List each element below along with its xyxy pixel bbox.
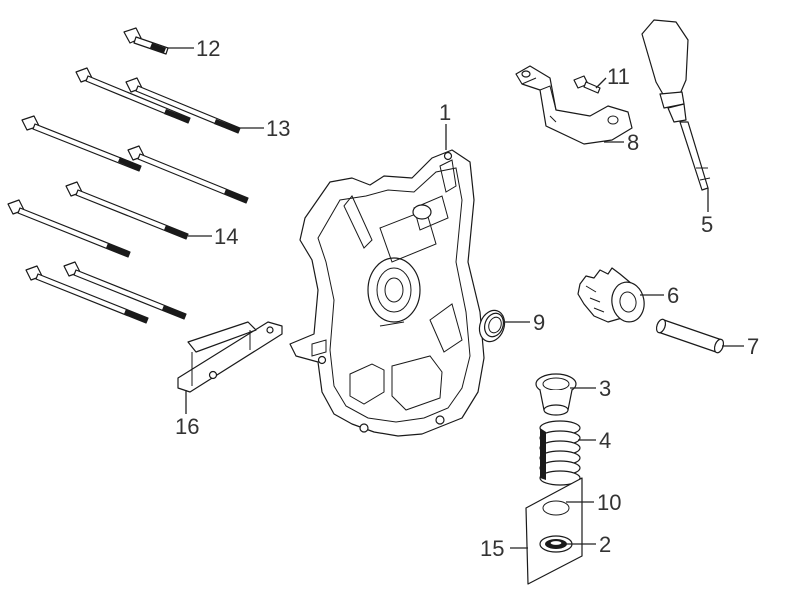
callout-15: 15	[480, 536, 504, 561]
bolt-lower-b	[25, 265, 149, 324]
dipstick-5	[641, 19, 711, 191]
bolt-14b	[7, 199, 131, 258]
callout-10: 10	[597, 490, 621, 515]
bolt-14a	[65, 181, 189, 240]
callout-13: 13	[266, 116, 290, 141]
callout-14: 14	[214, 224, 238, 249]
cap-3	[535, 373, 577, 416]
callout-6: 6	[667, 283, 679, 308]
bolt-12	[123, 27, 169, 55]
crankcase-1	[289, 149, 485, 437]
spring-4	[539, 420, 581, 486]
callout-labels: 1 2 3 4 5 6 7 8 9 10 11 12 13 14 15 16	[175, 36, 759, 561]
callout-16: 16	[175, 414, 199, 439]
leader-lines	[168, 47, 744, 549]
callout-5: 5	[701, 212, 713, 237]
bolt-13a	[75, 67, 191, 124]
plug-2	[539, 535, 573, 553]
callout-4: 4	[599, 428, 611, 453]
bracket-8	[515, 65, 633, 145]
callout-7: 7	[747, 334, 759, 359]
plate-16	[177, 321, 283, 393]
bolt-long-b	[127, 145, 249, 204]
bolt-long-a	[21, 115, 142, 172]
bolt-11	[573, 75, 601, 94]
o-ring-10	[542, 500, 570, 516]
callout-1: 1	[439, 100, 451, 125]
callout-3: 3	[599, 376, 611, 401]
bolt-lower-a	[63, 261, 187, 320]
filter-screen-15	[525, 477, 583, 585]
gear-6	[577, 267, 645, 323]
callout-2: 2	[599, 532, 611, 557]
bolt-13b	[125, 77, 241, 134]
pin-7	[655, 318, 725, 354]
callout-9: 9	[533, 310, 545, 335]
oil-seal-9	[478, 309, 506, 343]
callout-8: 8	[627, 130, 639, 155]
callout-11: 11	[607, 64, 630, 89]
callout-12: 12	[196, 36, 220, 61]
